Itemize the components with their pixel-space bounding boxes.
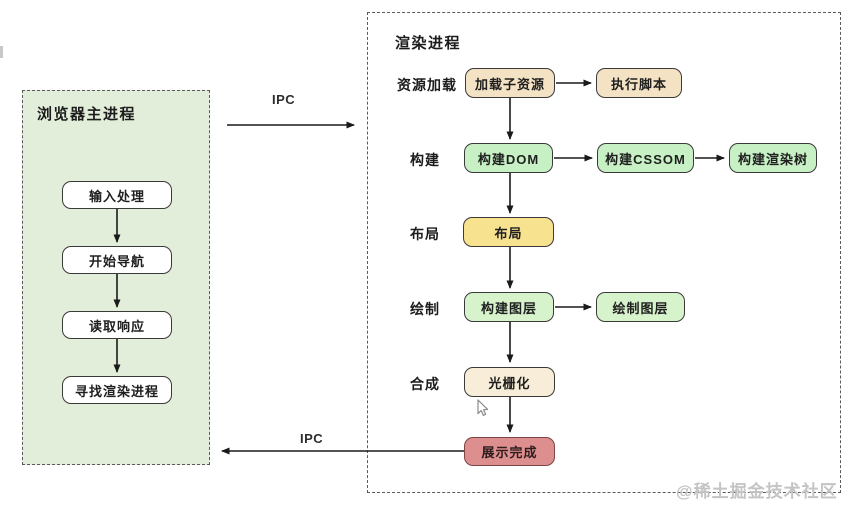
browser-main-process-title: 浏览器主进程 [37, 106, 137, 123]
screen-edge-artifact [0, 46, 3, 58]
browser-main-process-panel [22, 90, 210, 465]
juejin-watermark: @稀土掘金技术社区 [676, 482, 838, 501]
node-paint-layers: 绘制图层 [596, 292, 685, 322]
node-build-dom: 构建DOM [464, 143, 553, 173]
node-layout: 布局 [463, 217, 554, 247]
node-build-cssom: 构建CSSOM [597, 143, 694, 173]
stage-label-composite: 合成 [410, 376, 440, 392]
ipc-label-top: IPC [272, 92, 296, 107]
stage-label-resource-loading: 资源加载 [397, 77, 457, 93]
stage-label-layout: 布局 [410, 226, 440, 242]
node-build-layers: 构建图层 [464, 292, 554, 322]
node-execute-script: 执行脚本 [596, 68, 682, 98]
node-load-subresource: 加载子资源 [465, 68, 555, 98]
node-display-complete: 展示完成 [464, 437, 555, 466]
node-read-response: 读取响应 [62, 311, 172, 339]
stage-label-build: 构建 [410, 152, 440, 168]
stage-label-paint: 绘制 [410, 301, 440, 317]
node-find-render-process: 寻找渲染进程 [62, 376, 172, 404]
node-rasterize: 光栅化 [464, 367, 555, 397]
render-process-title: 渲染进程 [395, 35, 462, 52]
node-input-handling: 输入处理 [62, 181, 172, 209]
ipc-label-bottom: IPC [300, 431, 324, 446]
node-start-navigation: 开始导航 [62, 246, 172, 274]
node-build-render-tree: 构建渲染树 [729, 143, 817, 173]
